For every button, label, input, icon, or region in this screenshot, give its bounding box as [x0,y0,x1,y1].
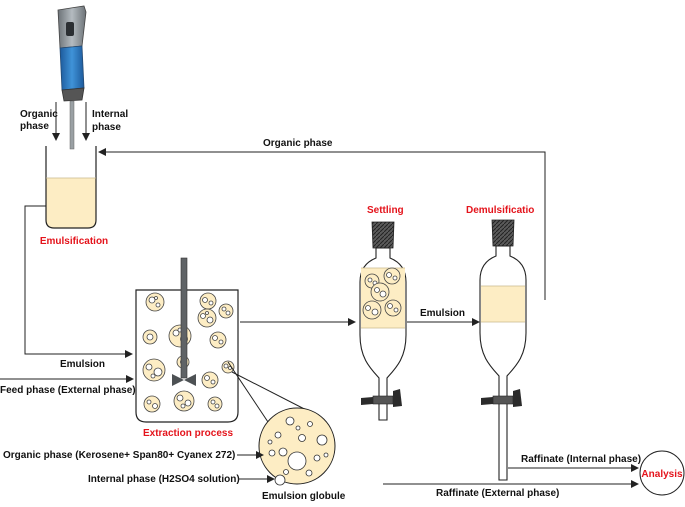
raffinate-internal-label: Raffinate (Internal phase) [521,454,641,465]
extraction-vessel [135,257,239,423]
demulsification-label: Demulsificatio [466,205,534,216]
emulsification-label: Emulsification [40,236,108,247]
emulsion-globule-label: Emulsion globule [262,491,346,502]
emulsion-globule-detail [258,407,336,486]
internal-phase-input-label: Internal phase [92,109,131,133]
homogenizer-icon [57,5,87,150]
emulsion-feed-label: Emulsion [60,359,105,370]
analysis-node: Analysis [639,450,685,496]
organic-phase-return-label: Organic phase [263,138,333,149]
demulsification-funnel [479,219,527,481]
settling-funnel [359,221,407,421]
emulsification-beaker [45,146,97,229]
analysis-label: Analysis [641,469,683,480]
extraction-process-label: Extraction process [143,428,233,439]
organic-phase-input-label: Organic phase [20,109,61,132]
stirrer-icon [172,257,196,386]
emulsion-globules [142,292,235,413]
raffinate-external-label: Raffinate (External phase) [436,488,559,499]
settling-label: Settling [367,205,404,216]
organic-phase-detail-label: Organic phase (Kerosene+ Span80+ Cyanex … [3,450,235,461]
internal-phase-detail-label: Internal phase (H2SO4 solution) [88,474,240,485]
emulsion-transfer-label: Emulsion [420,308,465,319]
feed-phase-label: Feed phase (External phase) [0,385,136,396]
